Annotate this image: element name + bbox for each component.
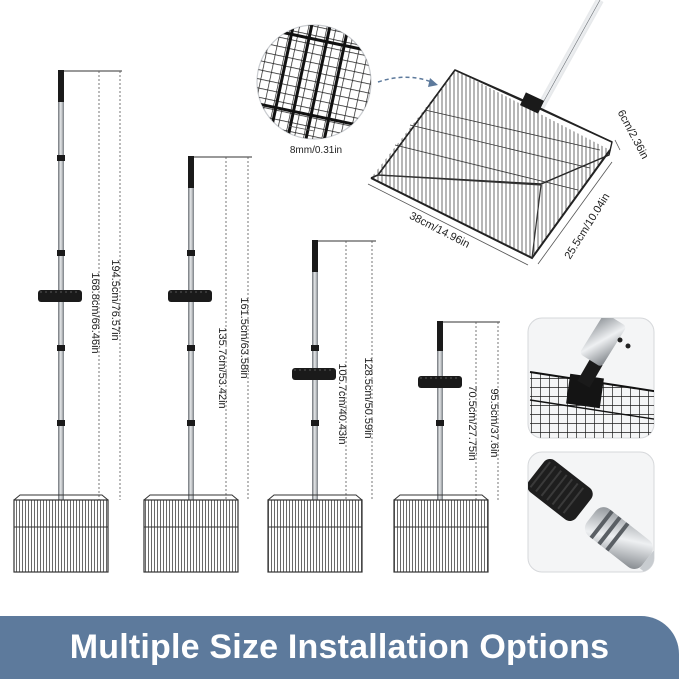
clamp-detail-box <box>527 317 655 439</box>
mesh-detail-circle: 8mm/0.31in <box>256 24 372 156</box>
rake-config-1: 194.5cm/76.57in 168.8cm/66.46in <box>13 70 122 573</box>
rake-config-4: 95.5cm/37.6in 70.5cm/27.75in <box>393 321 500 573</box>
config-4-total-label: 95.5cm/37.6in <box>488 388 500 457</box>
config-1-handle-label: 168.8cm/66.46in <box>89 272 101 353</box>
config-2-total-label: 161.5cm/63.58in <box>238 297 250 378</box>
banner-title: Multiple Size Installation Options <box>69 628 610 666</box>
config-3-handle-label: 105.7cm/40.43in <box>336 363 348 444</box>
config-2-handle-label: 135.7cm/53.42in <box>216 327 228 408</box>
rake-config-2: 161.5cm/63.58in 135.7cm/53.42in <box>143 156 252 573</box>
connector-detail-box <box>527 451 655 573</box>
scoop-height-label: 6cm/2.36in <box>615 108 651 161</box>
mesh-gap-label: 8mm/0.31in <box>290 145 342 156</box>
config-1-total-label: 194.5cm/76.57in <box>109 259 121 340</box>
title-banner: Multiple Size Installation Options <box>0 616 679 679</box>
scoop-large: 38cm/14.96in 25.5cm/10.04in 6cm/2.36in <box>367 0 651 266</box>
rake-config-3: 128.5cm/50.59in 105.7cm/40.43in <box>267 240 376 573</box>
config-3-total-label: 128.5cm/50.59in <box>362 357 374 438</box>
config-4-handle-label: 70.5cm/27.75in <box>466 385 478 460</box>
detail-arrow <box>377 76 438 87</box>
